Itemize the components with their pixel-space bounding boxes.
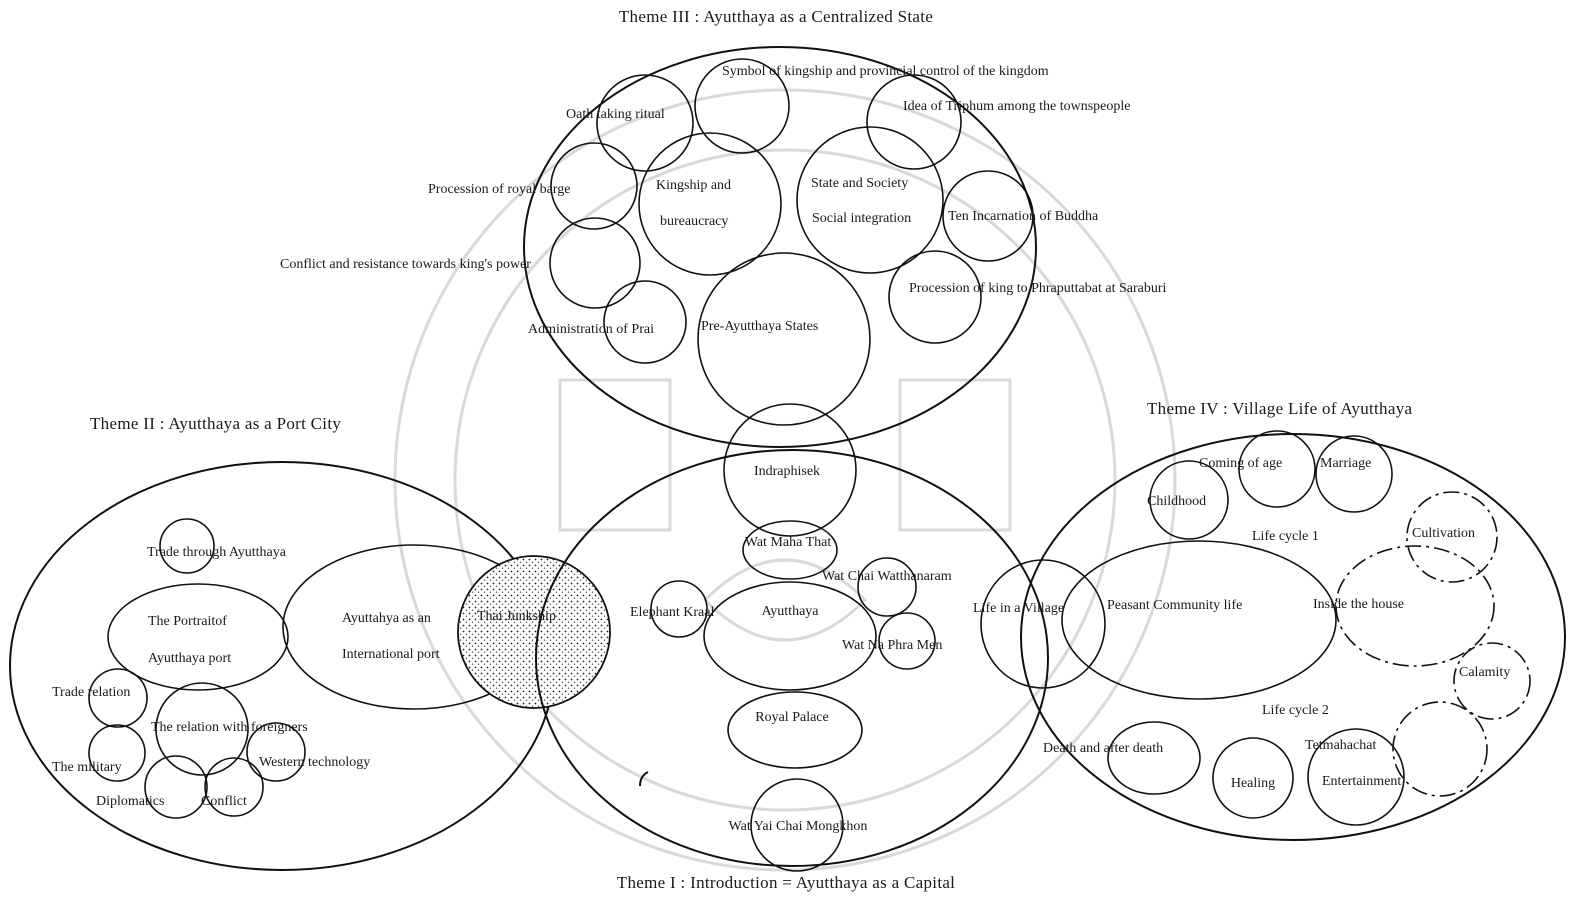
- label-state-society: State and Society: [811, 176, 908, 191]
- label-calamity: Calamity: [1459, 665, 1510, 680]
- label-trade-through: Trade through Ayutthaya: [147, 545, 287, 560]
- label-cultivation: Cultivation: [1412, 526, 1475, 541]
- label-portrait-line2: Ayutthaya port: [148, 651, 231, 666]
- label-marriage: Marriage: [1320, 456, 1371, 471]
- label-oath-taking: Oath taking ritual: [566, 107, 665, 122]
- label-the-military: The military: [52, 760, 122, 775]
- label-coming-of-age: Coming of age: [1199, 456, 1282, 471]
- label-elephant-kraal: Elephant Kraal: [630, 605, 714, 620]
- label-inside-house: Inside the house: [1313, 597, 1404, 612]
- theme4-title: Theme IV : Village Life of Ayutthaya: [1147, 399, 1413, 418]
- label-symbol-of-kingship: Symbol of kingship and provincial contro…: [722, 64, 1049, 79]
- label-idea-of-triphum: Idea of Triphum among the townspeople: [903, 99, 1130, 114]
- label-intl-line1: Ayuttahya as an: [342, 611, 431, 626]
- label-entertainment: Entertainment: [1322, 774, 1401, 789]
- label-administration-prai: Administration of Prai: [528, 322, 654, 337]
- label-ten-incarnation: Ten Incarnation of Buddha: [948, 209, 1099, 224]
- label-healing: Healing: [1231, 776, 1275, 791]
- junkship-circle: [457, 555, 611, 709]
- label-kingship-line1: Kingship and: [656, 178, 731, 193]
- label-pre-ayutthaya: Pre-Ayutthaya States: [701, 319, 818, 334]
- label-life-in-village: Life in a Village: [973, 601, 1064, 616]
- label-thai-junkship: Thai Junkship: [477, 609, 556, 624]
- label-diplomatics: Diplomatics: [96, 794, 164, 809]
- theme2-title: Theme II : Ayutthaya as a Port City: [90, 414, 341, 433]
- theme1-ellipse: [535, 449, 1049, 867]
- label-portrait-line1: The Portraitof: [148, 614, 227, 629]
- label-wat-yai-chai-mongkhon: Wat Yai Chai Mongkhon: [729, 819, 868, 834]
- label-royal-palace: Royal Palace: [755, 710, 828, 725]
- label-ayutthaya: Ayutthaya: [761, 604, 819, 619]
- label-indraphisek: Indraphisek: [754, 464, 820, 479]
- label-wat-na-phra-men: Wat Na Phra Men: [842, 638, 942, 653]
- theme1-title: Theme I : Introduction = Ayutthaya as a …: [617, 873, 955, 892]
- stray-mark: [639, 771, 649, 787]
- theme3-title: Theme III : Ayutthaya as a Centralized S…: [619, 7, 933, 26]
- label-western-technology: Western technology: [259, 755, 370, 770]
- label-intl-line2: International port: [342, 647, 440, 662]
- label-conflict: Conflict: [201, 794, 247, 809]
- label-relation-foreigners: The relation with foreigners: [151, 720, 308, 735]
- label-conflict-resistance: Conflict and resistance towards king's p…: [280, 257, 531, 272]
- label-wat-chai-watthanaram: Wat Chai Watthanaram: [822, 569, 952, 584]
- label-social-integration: Social integration: [812, 211, 911, 226]
- label-tetmahachat: Tetmahachat: [1305, 738, 1376, 753]
- theme4-group: [980, 430, 1566, 841]
- label-procession-royal-barge: Procession of royal barge: [428, 182, 570, 197]
- label-life-cycle-2: Life cycle 2: [1262, 703, 1329, 718]
- label-procession-king: Procession of king to Phraputtabat at Sa…: [909, 281, 1167, 296]
- label-wat-maha-that: Wat Maha That: [745, 535, 832, 550]
- label-peasant-community: Peasant Community life: [1107, 598, 1242, 613]
- label-trade-relation: Trade relation: [52, 685, 130, 700]
- label-life-cycle-1: Life cycle 1: [1252, 529, 1319, 544]
- label-death-after-death: Death and after death: [1043, 741, 1163, 756]
- label-childhood: Childhood: [1147, 494, 1206, 509]
- theme1-group: [535, 403, 1049, 872]
- theme3-ellipse: [523, 46, 1037, 448]
- label-kingship-line2: bureaucracy: [660, 214, 728, 229]
- theme3-group: [523, 46, 1037, 448]
